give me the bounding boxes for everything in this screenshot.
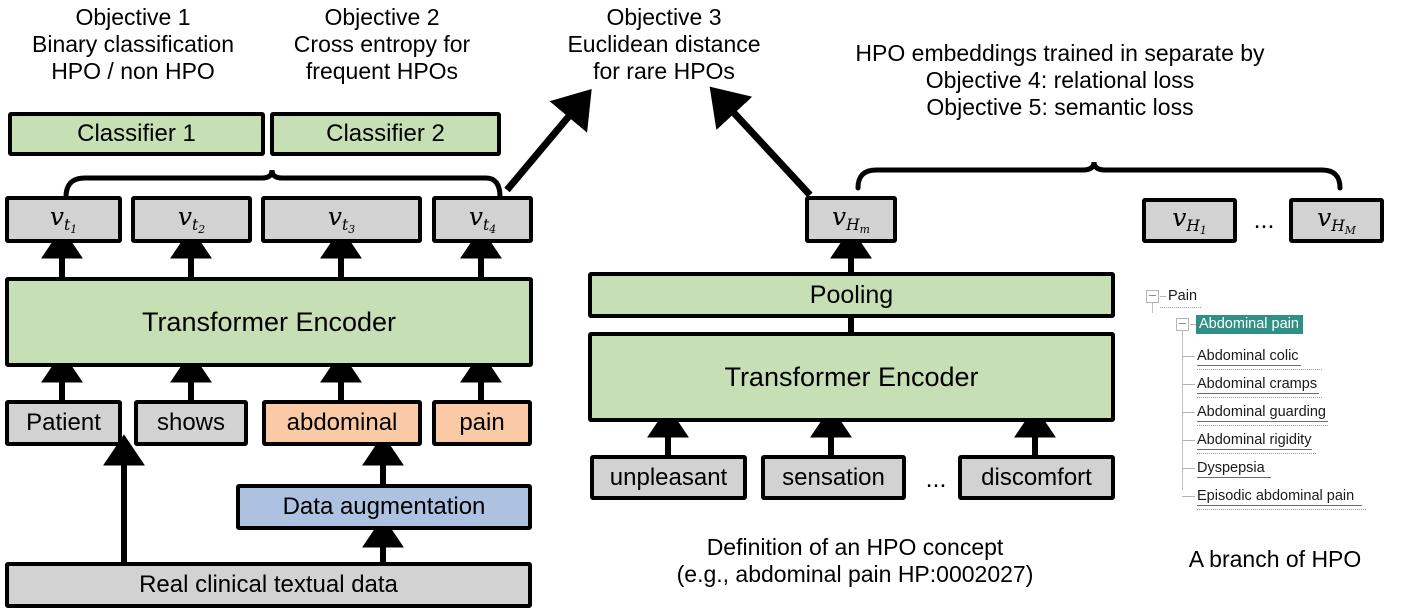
tree-node-selected[interactable]: Abdominal pain — [1176, 314, 1303, 334]
classifier-2-label: Classifier 2 — [326, 120, 445, 148]
tree-underline-child-2 — [1197, 421, 1328, 422]
tree-dotline-child-2 — [1197, 425, 1328, 426]
data-augmentation-box[interactable]: Data augmentation — [236, 484, 532, 530]
data-augmentation-label: Data augmentation — [282, 493, 486, 521]
input-word-box-1[interactable]: Patient — [5, 400, 122, 446]
right-transformer-encoder-box[interactable]: Transformer Encoder — [588, 332, 1115, 422]
arrows-words-to-encoder — [41, 351, 502, 400]
objective-2-caption: Objective 2 Cross entropy for frequent H… — [293, 4, 471, 84]
tree-dotline-child-3 — [1197, 453, 1317, 454]
tree-node-child-4-label: Dyspepsia — [1197, 460, 1265, 476]
tree-node-child-5[interactable]: Episodic abdominal pain — [1182, 486, 1356, 506]
tree-dash-child-1 — [1182, 383, 1195, 385]
definition-word-box-3[interactable]: discomfort — [958, 455, 1115, 500]
classifier-2-box[interactable]: Classifier 2 — [270, 112, 501, 156]
arrows-encoder-to-tokens — [41, 227, 502, 277]
pooling-label: Pooling — [809, 280, 894, 309]
tree-collapse-icon-root[interactable] — [1146, 289, 1159, 303]
tree-node-child-3-label: Abdominal rigidity — [1197, 432, 1312, 448]
tree-dash-child-5 — [1182, 495, 1195, 497]
definition-caption: Definition of an HPO concept (e.g., abdo… — [676, 534, 1034, 587]
token-embedding-box-1[interactable]: vt1 — [5, 196, 122, 243]
input-word-box-3[interactable]: abdominal — [262, 400, 422, 446]
definition-word-ellipsis: ... — [925, 465, 947, 493]
tree-node-child-5-label: Episodic abdominal pain — [1197, 488, 1355, 504]
input-word-box-2[interactable]: shows — [134, 400, 248, 446]
tree-dash-child-0 — [1182, 355, 1195, 357]
input-word-label-3: abdominal — [286, 409, 398, 437]
tree-node-child-0-label: Abdominal colic — [1197, 348, 1299, 364]
tree-underline-root — [1160, 307, 1202, 308]
token-embedding-box-4[interactable]: vt4 — [432, 196, 533, 243]
classifier-1-box[interactable]: Classifier 1 — [8, 112, 265, 156]
arrow-objective3-right — [709, 86, 813, 198]
right-transformer-encoder-label: Transformer Encoder — [724, 361, 979, 392]
real-clinical-data-label: Real clinical textual data — [139, 571, 398, 599]
hpo-embedding-box-1[interactable]: vH1 — [1142, 198, 1237, 243]
tree-dash-child-2 — [1182, 411, 1195, 413]
objective-1-caption: Objective 1 Binary classification HPO / … — [32, 4, 234, 84]
definition-word-label-2: sensation — [782, 463, 885, 491]
tree-node-root-label: Pain — [1168, 288, 1198, 304]
brace-hpo-embeddings — [855, 161, 1343, 191]
tree-dash-child-3 — [1182, 439, 1195, 441]
input-word-label-4: pain — [459, 409, 505, 437]
definition-word-box-2[interactable]: sensation — [761, 455, 906, 500]
input-word-box-4[interactable]: pain — [432, 400, 532, 446]
token-embedding-label-2: vt2 — [177, 201, 206, 236]
hpo-embedding-box-m[interactable]: vHm — [805, 196, 897, 243]
tree-rail-root — [1152, 297, 1153, 313]
hpo-embedding-label-M: vHM — [1317, 202, 1356, 237]
token-embedding-label-4: vt4 — [468, 201, 497, 236]
token-embedding-label-3: vt3 — [327, 201, 356, 236]
definition-word-box-1[interactable]: unpleasant — [590, 455, 747, 500]
tree-node-root[interactable]: Pain — [1146, 286, 1199, 306]
tree-node-selected-label: Abdominal pain — [1196, 314, 1303, 334]
hpo-embedding-box-M[interactable]: vHM — [1289, 198, 1384, 243]
tree-dash-child-4 — [1182, 467, 1195, 469]
tree-underline-child-5 — [1197, 505, 1362, 506]
tree-dotline-child-1 — [1197, 397, 1322, 398]
objective-4-5-caption: HPO embeddings trained in separate by Ob… — [855, 40, 1265, 120]
tree-underline-child-0 — [1197, 365, 1301, 366]
pooling-box[interactable]: Pooling — [588, 272, 1115, 318]
tree-dotline-child-0 — [1197, 369, 1322, 370]
classifier-1-label: Classifier 1 — [77, 120, 196, 148]
definition-word-label-1: unpleasant — [609, 463, 728, 491]
arrow-objective3-left — [504, 89, 592, 193]
tree-rail-children — [1182, 326, 1183, 490]
hpo-embedding-ellipsis: ... — [1253, 206, 1275, 234]
tree-node-child-3[interactable]: Abdominal rigidity — [1182, 430, 1313, 450]
hpo-embedding-label-m: vHm — [832, 201, 870, 236]
tree-dash-selected — [1190, 323, 1196, 325]
token-embedding-box-3[interactable]: vt3 — [261, 196, 422, 243]
arrows-defwords-to-encoder — [647, 406, 1056, 455]
brace-token-embeddings — [63, 169, 503, 200]
left-transformer-encoder-label: Transformer Encoder — [141, 306, 397, 337]
tree-node-child-0[interactable]: Abdominal colic — [1182, 346, 1301, 366]
tree-underline-child-1 — [1197, 393, 1319, 394]
token-embedding-box-2[interactable]: vt2 — [131, 196, 252, 243]
definition-word-label-3: discomfort — [981, 463, 1092, 491]
tree-dotline-child-5 — [1197, 509, 1367, 510]
tree-node-child-4[interactable]: Dyspepsia — [1182, 458, 1267, 478]
hpo-embedding-label-1: vH1 — [1172, 202, 1207, 237]
tree-collapse-icon-selected[interactable] — [1176, 317, 1189, 331]
tree-underline-child-3 — [1197, 449, 1312, 450]
tree-node-child-2[interactable]: Abdominal guarding — [1182, 402, 1328, 422]
tree-node-child-1[interactable]: Abdominal cramps — [1182, 374, 1319, 394]
tree-node-child-1-label: Abdominal cramps — [1197, 376, 1318, 392]
left-transformer-encoder-box[interactable]: Transformer Encoder — [5, 277, 533, 367]
hpo-tree-widget[interactable]: Pain Abdominal pain Abdominal colic Abdo… — [1146, 286, 1411, 511]
branch-caption: A branch of HPO — [1188, 546, 1362, 572]
real-clinical-data-box[interactable]: Real clinical textual data — [5, 562, 532, 608]
input-word-label-1: Patient — [26, 409, 101, 437]
token-embedding-label-1: vt1 — [49, 201, 78, 236]
tree-node-child-2-label: Abdominal guarding — [1197, 404, 1326, 420]
input-word-label-2: shows — [156, 409, 226, 437]
tree-dash-root — [1160, 295, 1166, 297]
objective-3-caption: Objective 3 Euclidean distance for rare … — [567, 4, 761, 84]
tree-underline-child-4 — [1197, 477, 1271, 478]
